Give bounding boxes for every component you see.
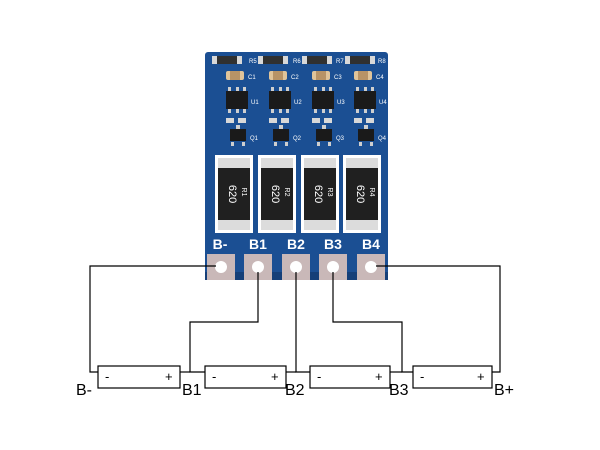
terminal-b1: B1: [182, 382, 202, 399]
small-component-row: [226, 118, 374, 123]
cell-3-plus: +: [375, 369, 383, 384]
silk-u1: U1: [251, 100, 259, 106]
cell-2-plus: +: [271, 369, 279, 384]
battery-cells: - + - + - + - +: [97, 365, 493, 389]
top-resistor-row: R5 R6 R7 R8: [212, 56, 386, 65]
silk-q1: Q1: [250, 136, 259, 142]
silk-r5: R5: [249, 59, 257, 65]
silk-r6: R6: [293, 59, 301, 65]
silk-q2: Q2: [293, 136, 302, 142]
pad-labels: B- B1 B2 B3 B4: [213, 236, 381, 252]
ic-row: U1 U2 U3 U4: [226, 87, 387, 113]
cell-4: [412, 365, 493, 389]
wire-b4: [376, 265, 501, 373]
silk-r3: R3: [326, 188, 333, 197]
terminal-b3: B3: [389, 382, 409, 399]
resistor-r4-value: 620: [354, 185, 366, 203]
wire-b1: [189, 272, 259, 373]
resistor-r2-value: 620: [269, 185, 281, 203]
cell-3: [309, 365, 391, 389]
silk-r2: R2: [283, 188, 290, 197]
terminal-b-minus: B-: [76, 382, 92, 399]
pad-label-b-minus: B-: [213, 236, 228, 252]
terminal-labels: B- B1 B2 B3 B+: [76, 382, 514, 399]
silk-u2: U2: [294, 100, 302, 106]
cell-2: [204, 365, 287, 389]
capacitor-row: C1 C2 C3 C4: [226, 71, 384, 81]
silk-u3: U3: [337, 100, 345, 106]
cell-1-plus: +: [165, 369, 173, 384]
silk-c3: C3: [334, 75, 342, 81]
cell-4-plus: +: [477, 369, 485, 384]
resistor-r1-value: 620: [226, 185, 238, 203]
cell-3-minus: -: [317, 369, 321, 384]
silk-r7: R7: [336, 59, 344, 65]
terminal-b2: B2: [285, 382, 305, 399]
wire-b2: [295, 272, 310, 373]
pad-label-b2: B2: [287, 236, 305, 252]
terminal-b-plus: B+: [494, 382, 514, 399]
wire-b3: [332, 272, 413, 373]
transistor-row: Q1 Q2 Q3 Q4: [230, 125, 387, 146]
pcb-board: R5 R6 R7 R8 C1 C2 C3 C4: [205, 52, 388, 280]
silk-r4: R4: [368, 188, 375, 197]
silk-r8: R8: [378, 59, 386, 65]
silk-r1: R1: [240, 188, 247, 197]
wiring: [89, 265, 501, 373]
pad-label-b1: B1: [249, 236, 267, 252]
silk-c1: C1: [248, 75, 256, 81]
power-resistor-row: 620 620 620 620 R1 R2 R3 R4: [215, 155, 381, 233]
wire-b-minus: [89, 265, 216, 373]
cell-1: [97, 365, 181, 389]
cell-4-minus: -: [420, 369, 424, 384]
cell-2-minus: -: [212, 369, 216, 384]
silk-c2: C2: [291, 75, 299, 81]
resistor-r3-value: 620: [312, 185, 324, 203]
pad-label-b4: B4: [362, 236, 380, 252]
solder-pads: [207, 254, 385, 280]
silk-q3: Q3: [336, 136, 345, 142]
silk-q4: Q4: [378, 136, 387, 142]
silk-c4: C4: [376, 75, 384, 81]
pad-label-b3: B3: [324, 236, 342, 252]
silk-u4: U4: [379, 100, 387, 106]
cell-1-minus: -: [105, 369, 109, 384]
